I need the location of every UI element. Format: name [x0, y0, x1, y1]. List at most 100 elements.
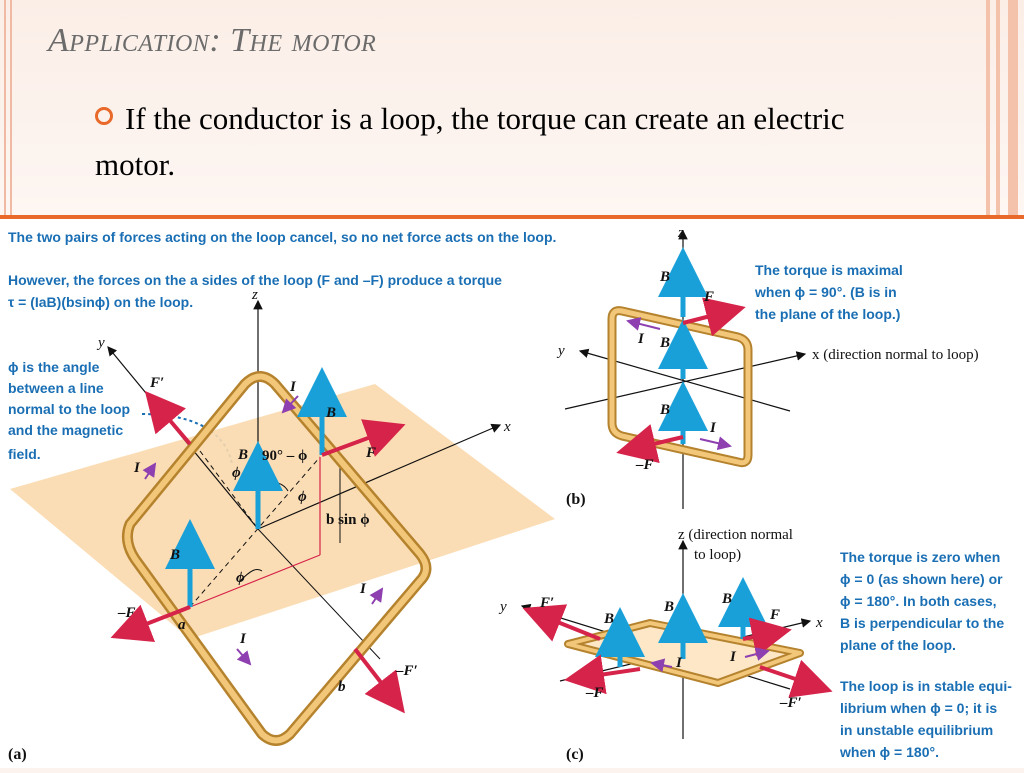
bullet-item: If the conductor is a loop, the torque c… [95, 96, 855, 188]
c-current-arrow [650, 658, 673, 673]
c-f-label: F [769, 607, 780, 623]
c-f-prime-label: F′ [539, 595, 554, 611]
c-neg-f-label: –F [585, 685, 604, 701]
bullet-circle-icon [95, 107, 113, 125]
bullet-text: If the conductor is a loop, the torque c… [95, 101, 845, 182]
phi-label: ϕ [236, 570, 245, 586]
c-note-line4: B is perpendicular to the [840, 615, 1004, 631]
b-force-neg-f [616, 424, 684, 464]
ninety-minus-phi-label: 90° – ϕ [262, 448, 307, 464]
phi-label: ϕ [298, 489, 307, 505]
c-note-line6: The loop is in stable equi- [840, 678, 1012, 694]
c-current-arrow [744, 647, 770, 661]
b-current-label: I [637, 331, 645, 347]
c-note-line7: librium when ϕ = 0; it is [840, 700, 997, 716]
c-current-label: I [729, 649, 737, 665]
c-z-axis-label-line1: z (direction normal [678, 527, 793, 543]
c-b-label: B [603, 611, 614, 627]
current-arrow [369, 587, 384, 605]
c-x-axis-label: x [815, 615, 823, 631]
right-border-stripe [996, 0, 1000, 215]
c-note-line5: plane of the loop. [840, 637, 956, 653]
neg-f-prime-label: –F′ [395, 663, 418, 679]
c-force-neg-f-prime [759, 659, 833, 698]
b-b-label: B [659, 269, 670, 285]
b-note-line2: when ϕ = 90°. (B is in [754, 284, 897, 300]
b-label: B [237, 447, 248, 463]
b-b-label: B [659, 402, 670, 418]
slide-header-background [0, 0, 1024, 215]
c-neg-f-prime-label: –F′ [779, 695, 802, 711]
b-b-label: B [659, 335, 670, 351]
b-current-arrow [626, 317, 661, 331]
x-axis-label: x [503, 419, 511, 435]
caption-torque-line2: τ = (IaB)(bsinϕ) on the loop. [8, 294, 193, 310]
right-border-stripe [986, 0, 990, 215]
slide-title: Application: The motor [48, 22, 377, 59]
f-label: F [365, 445, 376, 461]
b-x-axis-label: x (direction normal to loop) [812, 347, 979, 363]
panel-a-label: (a) [8, 746, 27, 763]
c-force-f-prime [522, 604, 601, 642]
b-y-axis-label: y [556, 343, 565, 359]
motor-figure: The two pairs of forces acting on the lo… [0, 219, 1024, 768]
current-label: I [133, 460, 141, 476]
motor-diagram: The two pairs of forces acting on the lo… [8, 225, 1012, 763]
current-loop-highlight [124, 373, 429, 744]
projection-dashed-line [199, 450, 259, 530]
force-arrow-f-prime [144, 390, 192, 446]
b-label: B [325, 405, 336, 421]
side-a-label: a [178, 617, 186, 633]
c-force-neg-f [564, 654, 641, 695]
f-prime-label: F′ [149, 375, 164, 391]
phi-note-pointer [141, 413, 233, 465]
z-axis-label: z [251, 287, 258, 303]
c-note-line9: when ϕ = 180°. [839, 744, 939, 760]
separator-line [0, 215, 1024, 219]
b-force-f [682, 297, 746, 337]
current-arrow [236, 648, 252, 666]
force-arrow-neg-f [110, 604, 191, 643]
c-note-line2: ϕ = 0 (as shown here) or [840, 571, 1003, 587]
b-current-arrow [699, 436, 732, 451]
current-arrow [142, 462, 157, 480]
c-force-f [742, 617, 792, 657]
c-b-label: B [663, 599, 674, 615]
side-b-label: b [338, 679, 346, 695]
c-note-line1: The torque is zero when [840, 549, 1000, 565]
b-current-loop-highlight [609, 308, 751, 466]
phi-label: ϕ [232, 465, 241, 481]
x-axis [257, 423, 502, 530]
caption-torque-line1: However, the forces on the a sides of th… [8, 272, 502, 288]
bsinphi-guide-line [189, 554, 321, 608]
current-label: I [289, 379, 297, 395]
phi-angle-arc [239, 568, 263, 582]
phi-note-line3: normal to the loop [8, 401, 130, 417]
caption-net-force: The two pairs of forces acting on the lo… [8, 229, 556, 245]
force-arrow-neg-f-prime [353, 647, 405, 714]
phi-note-line1: ϕ is the angle [8, 359, 100, 375]
c-b-label: B [721, 591, 732, 607]
force-arrow-f [321, 419, 406, 457]
current-arrow [281, 395, 299, 414]
y-axis-label: y [96, 335, 105, 351]
normal-line [257, 528, 381, 660]
c-z-axis-label-line2: to loop) [694, 547, 741, 563]
phi-note-line5: field. [8, 446, 41, 462]
panel-c-label: (c) [566, 746, 584, 763]
projection-dashed-line [189, 456, 321, 608]
panel-b-label: (b) [566, 491, 586, 508]
phi-note-line4: and the magnetic [8, 422, 123, 438]
b-f-label: F [703, 289, 714, 305]
b-note-line1: The torque is maximal [755, 262, 903, 278]
neg-f-label: –F [117, 605, 136, 621]
b-label: B [169, 547, 180, 563]
current-label: I [239, 631, 247, 647]
right-border-stripe [1008, 0, 1018, 215]
c-y-axis-label: y [498, 599, 507, 615]
bsinphi-label: b sin ϕ [326, 512, 370, 528]
c-current-label: I [675, 655, 683, 671]
c-note-line3: ϕ = 180°. In both cases, [840, 593, 997, 609]
current-label: I [359, 581, 367, 597]
phi-note-line2: between a line [8, 380, 104, 396]
